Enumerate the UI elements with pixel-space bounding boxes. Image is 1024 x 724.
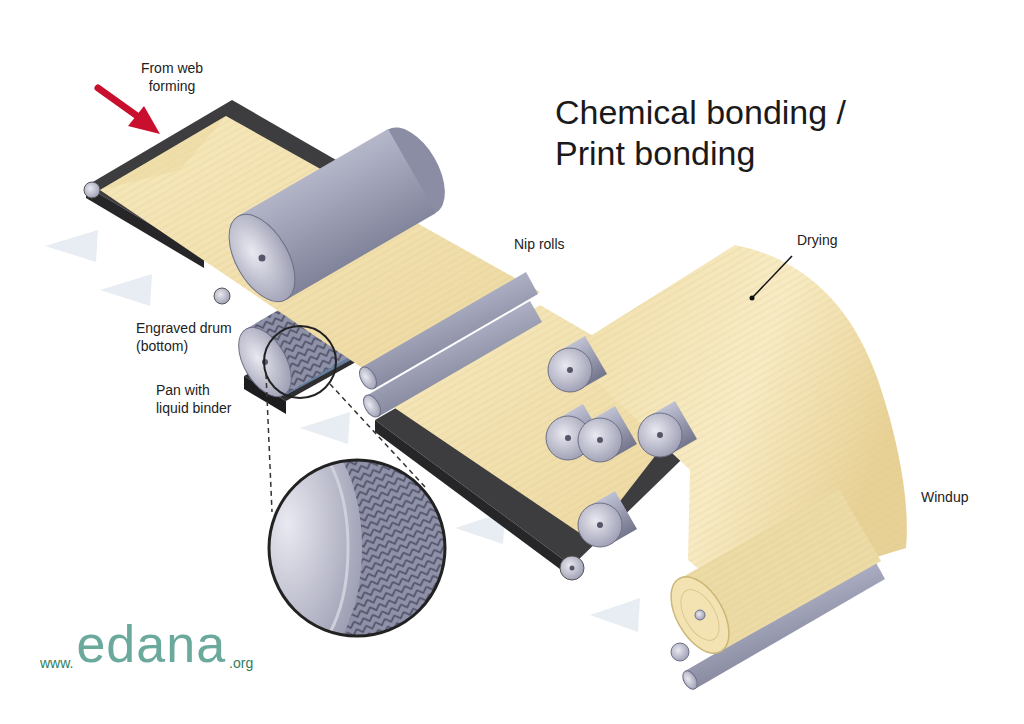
nip-rolls: [356, 272, 542, 420]
drying-rollers: [546, 336, 697, 547]
url-prefix: www.: [40, 655, 73, 673]
part-label: Windup: [921, 489, 968, 507]
part-label: Engraved drum (bottom): [136, 320, 240, 355]
leader-dot: [750, 296, 755, 301]
url-suffix: .org: [229, 655, 253, 673]
part-label: Pan with liquid binder: [156, 382, 240, 417]
part-label: Nip rolls: [514, 236, 565, 254]
windup-roll: [659, 489, 885, 692]
input-arrow: [98, 88, 160, 134]
top-drum: [215, 116, 458, 312]
diagram-title: Chemical bonding / Print bonding: [555, 92, 895, 174]
part-label: Drying: [797, 232, 837, 250]
process-label: From web forming: [132, 60, 212, 95]
brand-logo: edana: [76, 616, 226, 673]
leader-line: [752, 256, 792, 298]
